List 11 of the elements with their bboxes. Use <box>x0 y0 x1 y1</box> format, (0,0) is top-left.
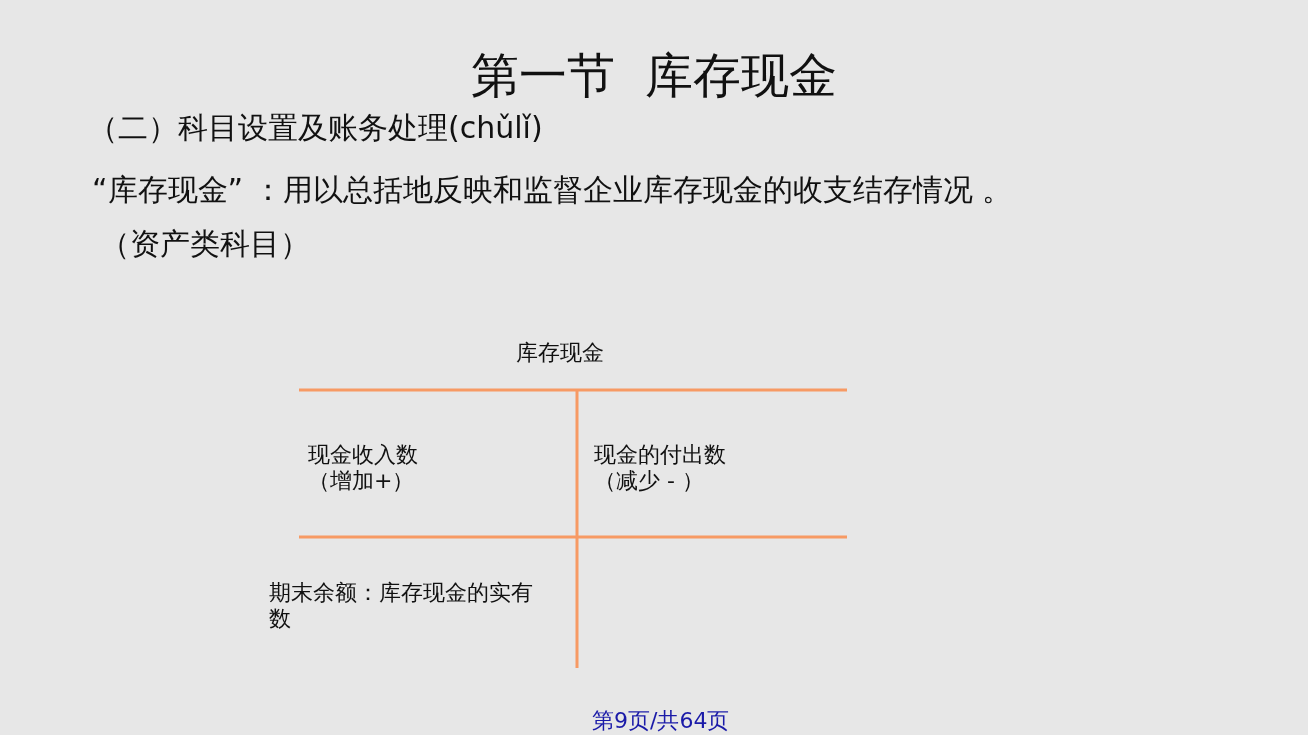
definition-text: “库存现金” ：用以总括地反映和监督企业库存现金的收支结存情况 。 <box>92 172 1013 208</box>
debit-text: （增加+） <box>308 468 415 495</box>
credit-text: 现金的付出数 <box>594 442 726 469</box>
credit-text: （减少 - ） <box>594 468 704 495</box>
page-number: 第9页/共64页 <box>592 708 730 735</box>
heading-text: （二）科目设置及账务处理(chǔlǐ) <box>88 110 543 146</box>
slide-title: 第一节 库存现金 <box>469 46 839 105</box>
balance-text: 期末余额：库存现金的实有数 <box>269 580 534 633</box>
note-text: （资产类科目） <box>100 226 310 262</box>
debit-text: 现金收入数 <box>308 442 418 469</box>
account-title: 库存现金 <box>516 340 604 367</box>
